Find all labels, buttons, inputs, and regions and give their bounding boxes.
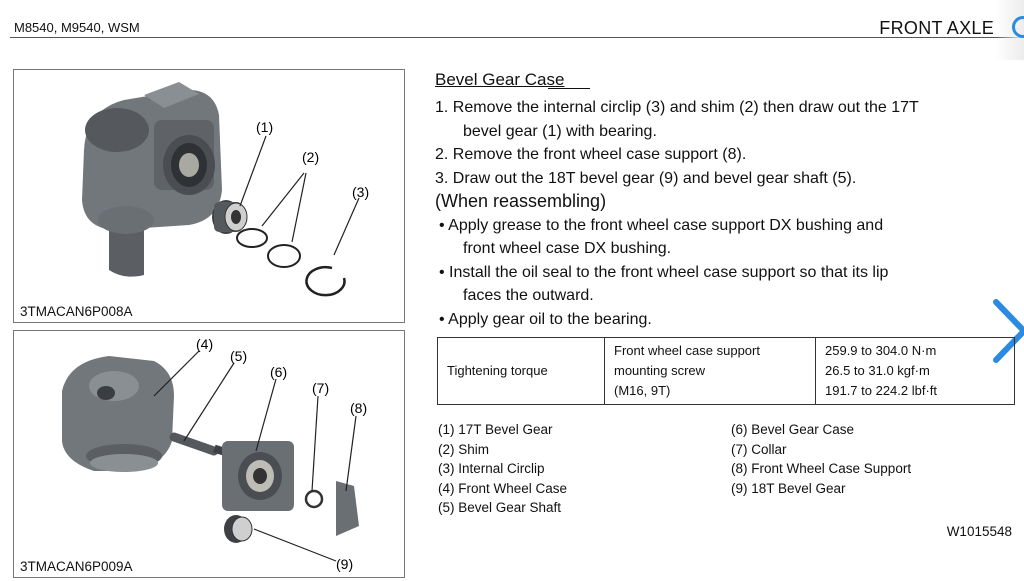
manual-model-label: M8540, M9540, WSM: [14, 20, 140, 35]
note-3: • Apply gear oil to the bearing.: [439, 310, 652, 328]
section-title-header: FRONT AXLE: [879, 18, 994, 38]
procedure-title: Bevel Gear Case: [435, 70, 565, 89]
step-2: 2. Remove the front wheel case support (…: [435, 146, 747, 163]
step-3: 3. Draw out the 18T bevel gear (9) and b…: [435, 169, 857, 187]
circlip-illustration: [305, 265, 346, 297]
torque-item-cell: Front wheel case support mounting screw …: [604, 337, 816, 405]
callout-6: (6): [270, 364, 287, 380]
step-1-line-1: 1. Remove the internal circlip (3) and s…: [435, 99, 919, 116]
torque-value-kgfm: 26.5 to 31.0 kgf·m: [825, 363, 930, 378]
torque-item-line: (M16, 9T): [614, 383, 671, 398]
callout-9: (9): [336, 556, 353, 572]
header-divider: [10, 37, 1024, 38]
legend-item: (5) Bevel Gear Shaft: [438, 500, 562, 515]
figure-bevel-gear-exploded: (1) (2) (3) 3TMACAN6P008A: [13, 69, 405, 323]
legend-item: (8) Front Wheel Case Support: [731, 461, 912, 476]
front-wheel-case-support-illustration: [336, 481, 359, 536]
note-1-line-2: front wheel case DX bushing.: [463, 240, 672, 257]
document-code: W1015548: [946, 524, 1012, 539]
torque-value-nm: 259.9 to 304.0 N·m: [825, 343, 937, 358]
note-2-line-2: faces the outward.: [463, 287, 594, 304]
shim-1-illustration: [236, 228, 268, 248]
legend-item: (2) Shim: [438, 441, 490, 457]
torque-value-cell: 259.9 to 304.0 N·m 26.5 to 31.0 kgf·m 19…: [815, 337, 1015, 405]
tab-icon[interactable]: [1012, 16, 1024, 38]
collar-illustration: [304, 489, 324, 509]
figure-1-caption: 3TMACAN6P008A: [20, 304, 133, 319]
table-row: Tightening torque Front wheel case suppo…: [437, 337, 1015, 405]
tightening-torque-table: Tightening torque Front wheel case suppo…: [437, 337, 1015, 405]
bevel-gear-case-illustration: [222, 441, 294, 511]
torque-value-lbfft: 191.7 to 224.2 lbf·ft: [825, 383, 938, 398]
step-1-line-2: bevel gear (1) with bearing.: [463, 122, 657, 140]
note-2-line-1: • Install the oil seal to the front whee…: [439, 263, 889, 281]
callout-4: (4): [196, 336, 213, 352]
figure-2-caption: 3TMACAN6P009A: [20, 559, 133, 574]
torque-label-cell: Tightening torque: [437, 337, 605, 405]
callout-8: (8): [350, 400, 367, 416]
legend-item: (3) Internal Circlip: [438, 461, 545, 476]
figure-front-wheel-case-exploded: (4) (5) (6) (7) (8) (9) 3TMACAN6P009A: [13, 330, 405, 578]
bevel-gear-illustration: [212, 200, 248, 234]
callout-2: (2): [302, 149, 319, 165]
torque-item-line: Front wheel case support: [614, 343, 760, 358]
shim-2-illustration: [267, 244, 301, 268]
legend-item: (4) Front Wheel Case: [438, 480, 568, 496]
legend-item: (7) Collar: [731, 441, 787, 457]
callout-1: (1): [256, 119, 273, 135]
reassembly-heading: (When reassembling): [435, 191, 607, 211]
parts-legend-left: (1) 17T Bevel Gear (2) Shim (3) Internal…: [438, 420, 567, 518]
procedure-steps: 1. Remove the internal circlip (3) and s…: [435, 96, 919, 331]
callout-7: (7): [312, 380, 329, 396]
legend-item: (6) Bevel Gear Case: [731, 422, 855, 437]
note-1-line-1: • Apply grease to the front wheel case s…: [439, 216, 884, 234]
legend-item: (1) 17T Bevel Gear: [438, 422, 553, 437]
callout-3: (3): [352, 184, 369, 200]
bevel-gear-18t-illustration: [224, 515, 253, 543]
legend-item: (9) 18T Bevel Gear: [731, 480, 846, 496]
front-axle-housing-illustration: [82, 82, 222, 277]
figure-1-drawing: (1) (2) (3): [82, 82, 369, 297]
front-wheel-case-illustration: [62, 356, 174, 472]
torque-item-line: mounting screw: [614, 363, 706, 378]
parts-legend-right: (6) Bevel Gear Case (7) Collar (8) Front…: [731, 420, 911, 498]
callout-5: (5): [230, 348, 247, 364]
figure-2-drawing: (4) (5) (6) (7) (8) (9): [62, 336, 367, 572]
title-underline: [548, 88, 590, 89]
